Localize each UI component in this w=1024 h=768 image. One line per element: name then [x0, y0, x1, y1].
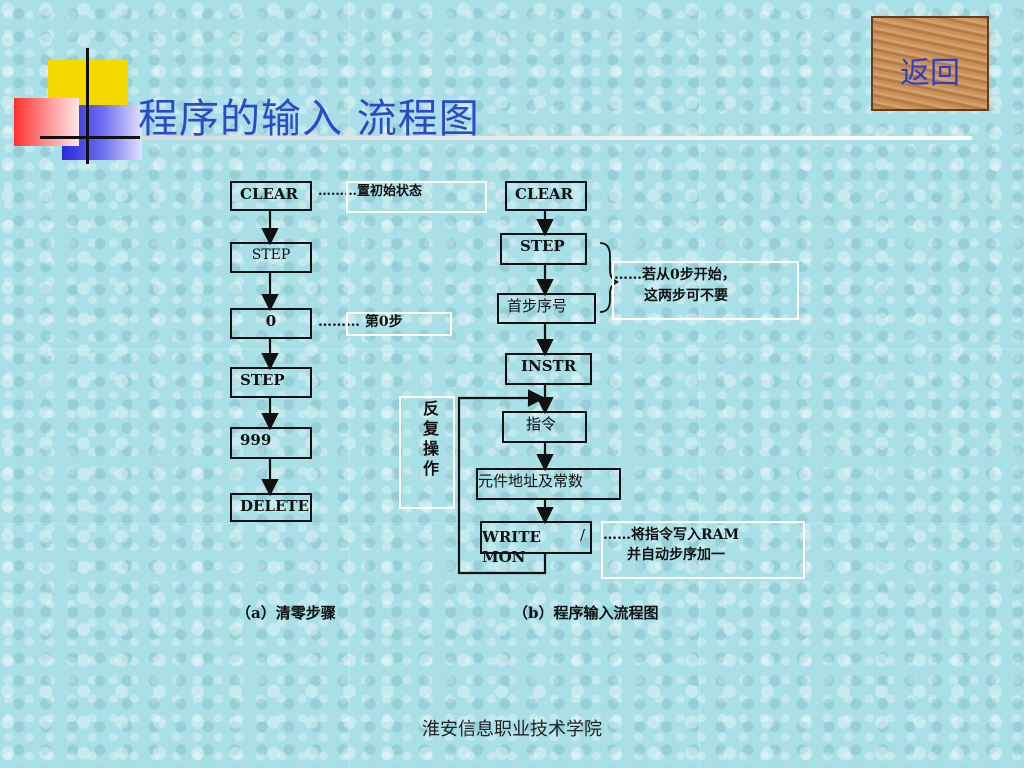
repeat-char-2: 复 [422, 419, 439, 438]
title-underline [140, 136, 972, 140]
grid-line [699, 0, 700, 768]
logo-vertical-line [86, 48, 89, 164]
repeat-char-3: 操 [422, 439, 439, 458]
slash-label: / [580, 526, 586, 544]
back-button[interactable]: 返回 [871, 16, 989, 111]
grid-line [0, 349, 1024, 350]
caption-program-input: （b）程序输入流程图 [513, 604, 659, 622]
note-step-zero-frame [346, 312, 452, 336]
grid-line [349, 0, 350, 768]
note-step-zero: ……… 第0步 [318, 314, 403, 330]
write-label: WRITE [482, 528, 541, 546]
left-step-delete: DELETE [230, 493, 312, 522]
note-initial-state: ………置初始状态 [318, 184, 423, 199]
caption-clear-steps: （a）清零步骤 [236, 604, 336, 622]
page-title: 程序的输入 流程图 [138, 96, 480, 142]
note-skip-line1: ……若从0步开始， [614, 267, 736, 283]
footer-school-name: 淮安信息职业技术学院 [422, 719, 602, 740]
note-write-ram: ……将指令写入RAM 并自动步序加一 [601, 521, 805, 579]
right-step-step: STEP [500, 233, 587, 265]
right-step-instr: INSTR [505, 353, 592, 385]
right-step-address-constant: 元件地址及常数 [476, 468, 621, 500]
left-step-step-2: STEP [230, 367, 312, 398]
right-step-clear: CLEAR [505, 181, 587, 211]
repeat-char-4: 作 [422, 459, 439, 478]
repeat-char-1: 反 [422, 399, 439, 418]
logo-horizontal-line [40, 136, 140, 139]
note-initial-state-frame [346, 181, 487, 213]
left-step-clear: CLEAR [230, 181, 312, 211]
mon-label: MON [482, 548, 526, 566]
right-step-first-step-number: 首步序号 [497, 293, 596, 324]
left-step-zero: 0 [230, 308, 312, 339]
right-step-write-mon: WRITE / MON [480, 521, 592, 566]
note-skip-steps: ……若从0步开始， 这两步可不要 [612, 261, 799, 320]
left-step-999: 999 [230, 427, 312, 459]
right-step-instruction: 指令 [502, 411, 587, 443]
note-skip-line2: 这两步可不要 [644, 288, 728, 304]
note-write-line2: 并自动步序加一 [627, 547, 725, 563]
repeat-operation-frame [399, 396, 455, 509]
note-write-line1: ……将指令写入RAM [603, 527, 739, 543]
left-step-step: STEP [230, 242, 312, 273]
decorative-squares [0, 0, 160, 170]
